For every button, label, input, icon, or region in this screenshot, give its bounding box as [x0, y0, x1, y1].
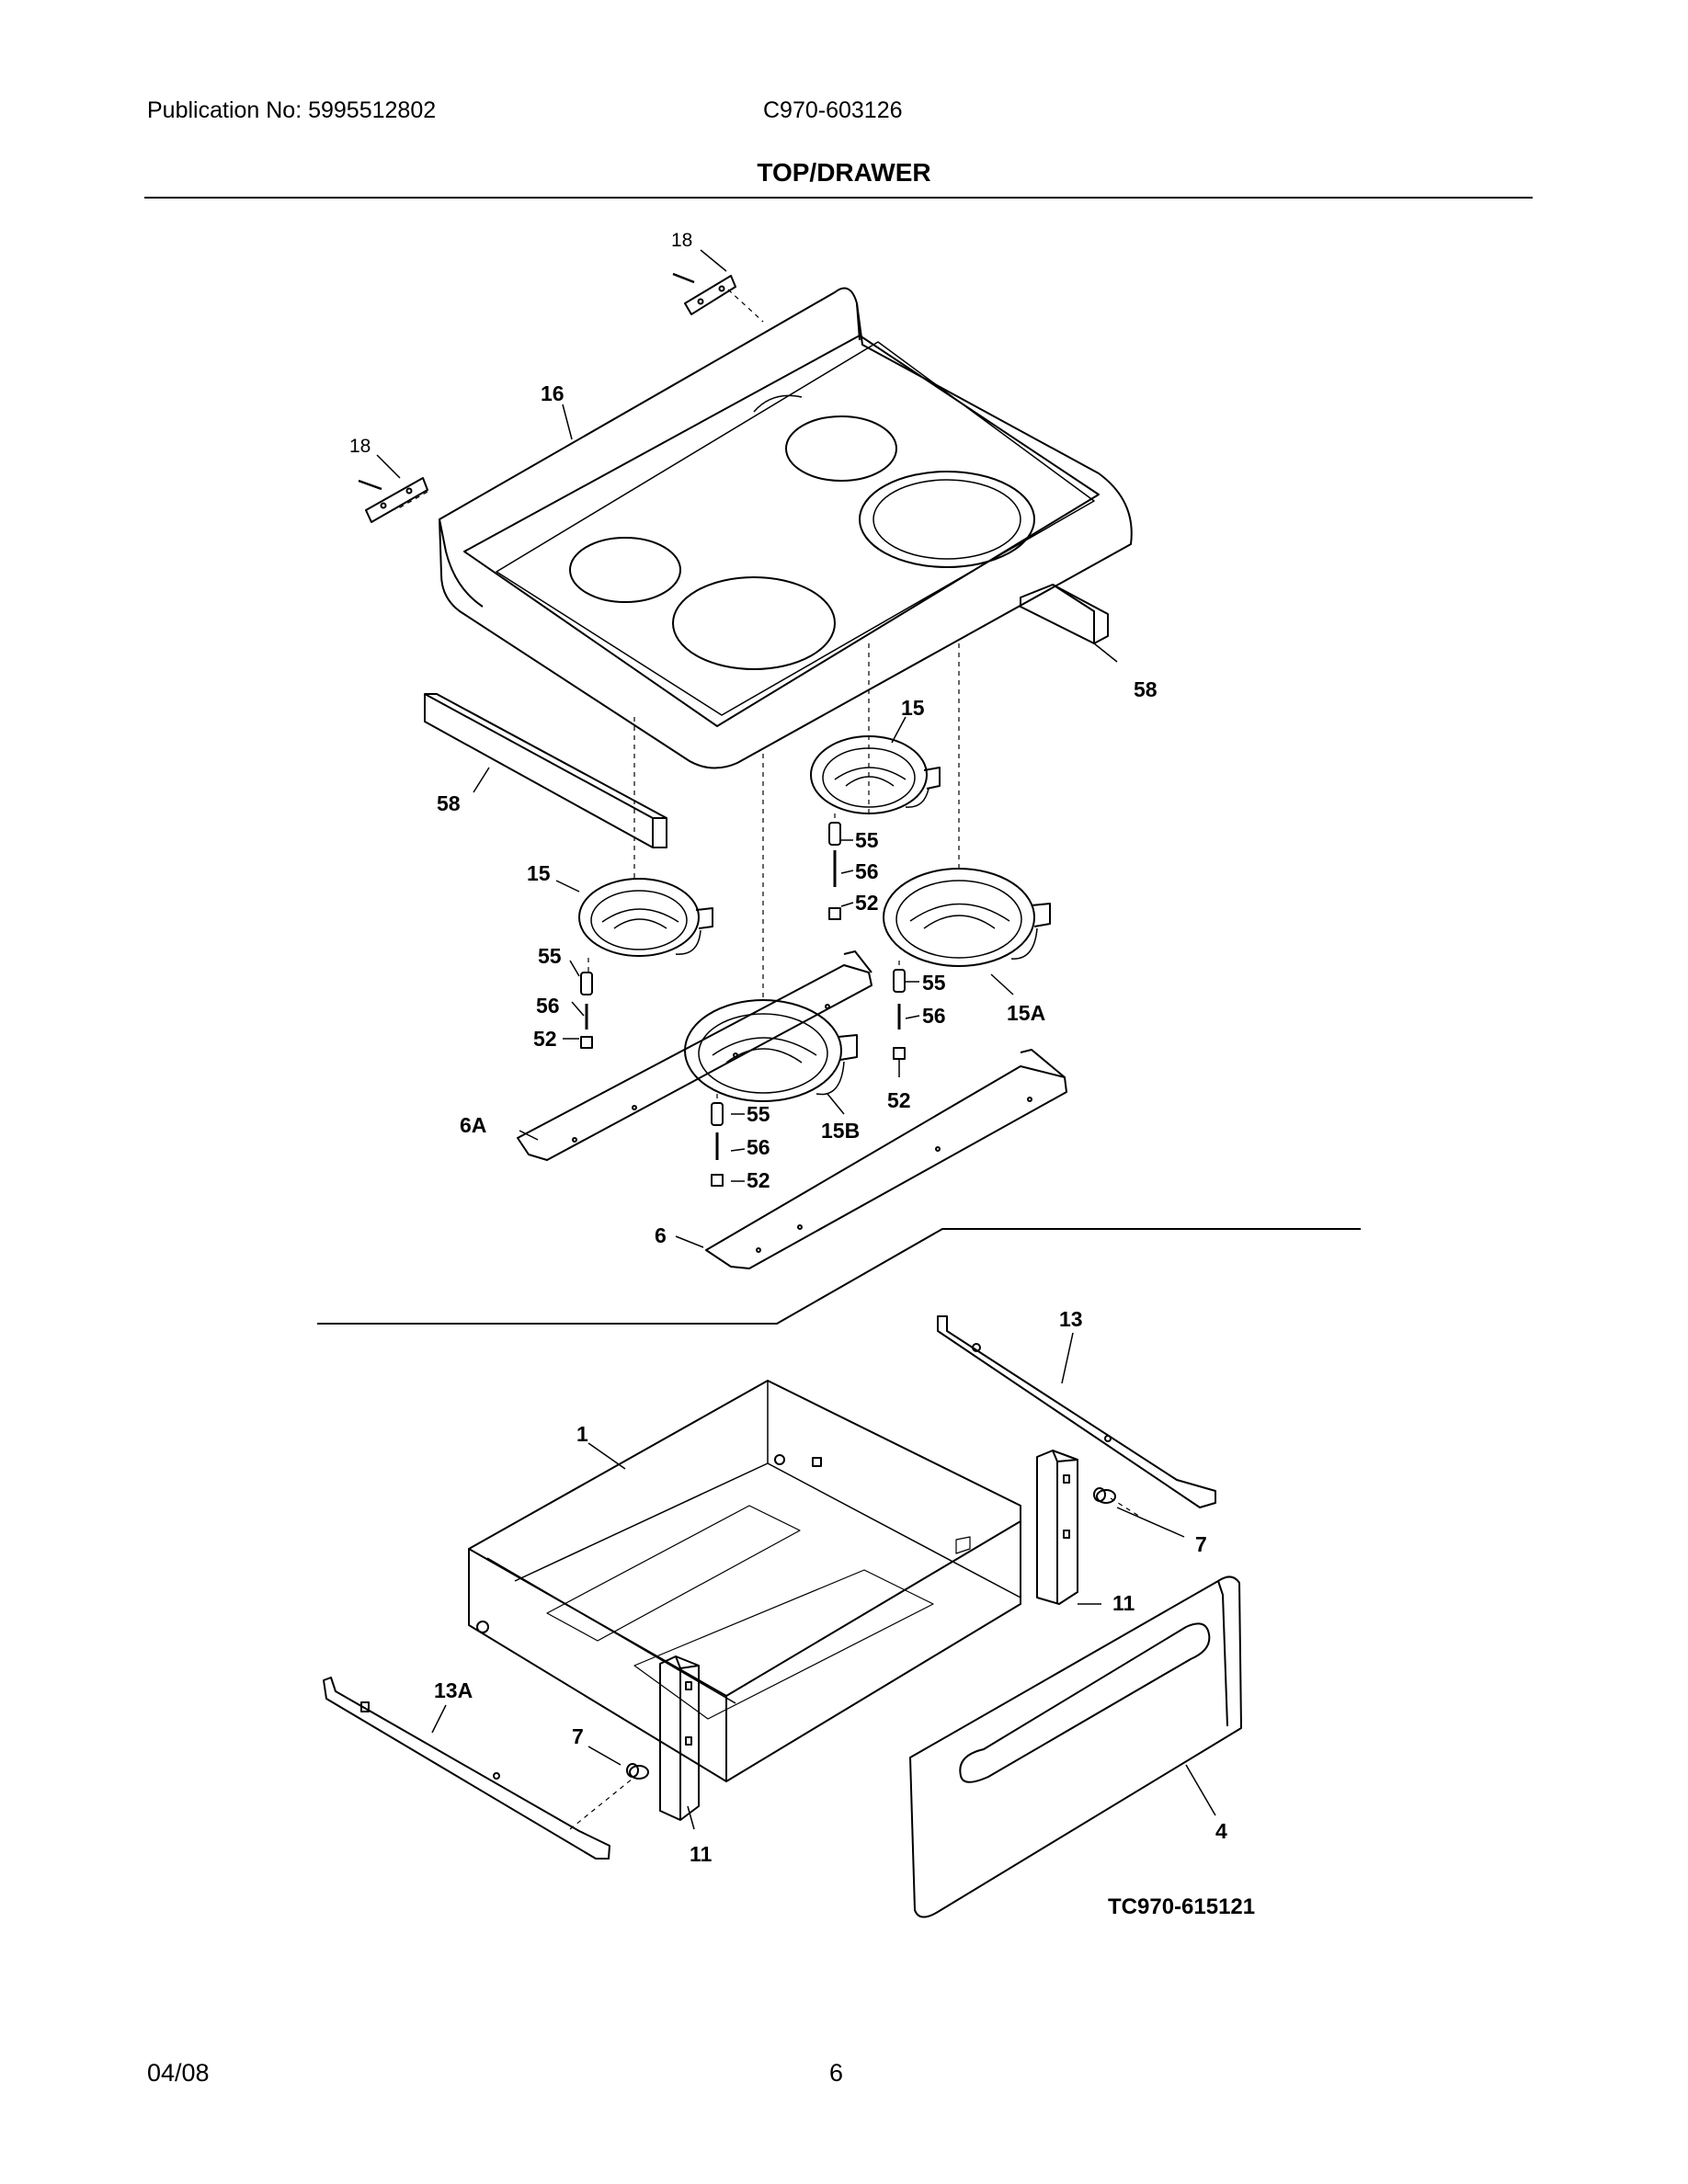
callout-55-right-upper: 55	[855, 828, 879, 852]
figure-reference: TC970-615121	[1108, 1894, 1255, 1919]
publication-number: Publication No: 5995512802	[147, 97, 437, 123]
callout-1: 1	[576, 1422, 588, 1446]
element-15B	[684, 999, 858, 1102]
callout-13: 13	[1059, 1307, 1083, 1331]
callout-56-15B: 56	[747, 1135, 770, 1159]
callout-55-15A: 55	[922, 971, 946, 995]
rail-6	[705, 1049, 1067, 1269]
page-title: TOP/DRAWER	[757, 158, 931, 187]
callout-52-15B: 52	[747, 1168, 770, 1192]
callout-56-left: 56	[536, 994, 560, 1018]
bracket-18-upper	[672, 272, 736, 315]
callout-7-right: 7	[1195, 1532, 1207, 1556]
callout-15A: 15A	[1007, 1001, 1045, 1025]
drawer-front-4	[909, 1575, 1242, 1918]
callout-13A: 13A	[434, 1678, 473, 1702]
hardware-stack-15B	[711, 1102, 724, 1187]
callout-leaders	[376, 249, 1216, 1830]
callout-7-left: 7	[572, 1724, 584, 1748]
callout-52-left: 52	[533, 1027, 557, 1051]
callout-58-right: 58	[1134, 677, 1158, 701]
callout-18-upper: 18	[671, 230, 692, 251]
alignment-lines	[394, 289, 960, 1103]
callout-11-right: 11	[1112, 1591, 1135, 1615]
bracket-11-right	[1036, 1450, 1078, 1605]
callout-55-left: 55	[538, 944, 562, 968]
insulation-58-left	[424, 693, 667, 848]
callout-18-lower: 18	[349, 436, 371, 457]
element-15-left	[578, 878, 713, 957]
callout-52-right-upper: 52	[855, 891, 879, 915]
roller-7-left	[626, 1763, 649, 1780]
callout-15-right: 15	[901, 696, 925, 720]
drawer-alignment-lines	[569, 1497, 1141, 1830]
callout-56-15A: 56	[922, 1004, 946, 1028]
section-separator	[317, 1228, 1361, 1325]
hardware-stack-right-upper	[828, 822, 841, 920]
cooktop-part-16	[439, 287, 1133, 769]
element-15A	[883, 868, 1051, 967]
bracket-11-left	[659, 1655, 700, 1821]
callout-58-left: 58	[437, 791, 461, 815]
header-rule	[144, 197, 1533, 199]
slide-rail-13	[937, 1315, 1216, 1508]
callout-6: 6	[655, 1223, 667, 1247]
page-number: 6	[829, 2059, 844, 2087]
bracket-18-lower	[358, 477, 428, 523]
callout-15B: 15B	[821, 1119, 860, 1143]
roller-7-right	[1093, 1487, 1116, 1504]
rail-6A	[517, 950, 873, 1161]
callout-4: 4	[1215, 1819, 1227, 1843]
callout-6A: 6A	[460, 1113, 486, 1137]
insulation-58-right	[1020, 584, 1109, 644]
hardware-stack-15A	[893, 969, 906, 1060]
callout-52-15A: 52	[887, 1088, 911, 1112]
callout-11-left: 11	[690, 1842, 713, 1866]
callout-16: 16	[541, 381, 565, 405]
slide-rail-13A	[323, 1677, 610, 1860]
model-number: C970-603126	[763, 97, 903, 123]
drawer-body-1	[468, 1380, 1021, 1782]
callout-55-15B: 55	[747, 1102, 770, 1126]
hardware-stack-left	[580, 972, 593, 1049]
callout-56-right-upper: 56	[855, 859, 879, 883]
footer-date: 04/08	[147, 2059, 210, 2087]
element-15-right	[810, 735, 941, 814]
callout-15-left: 15	[527, 861, 551, 885]
